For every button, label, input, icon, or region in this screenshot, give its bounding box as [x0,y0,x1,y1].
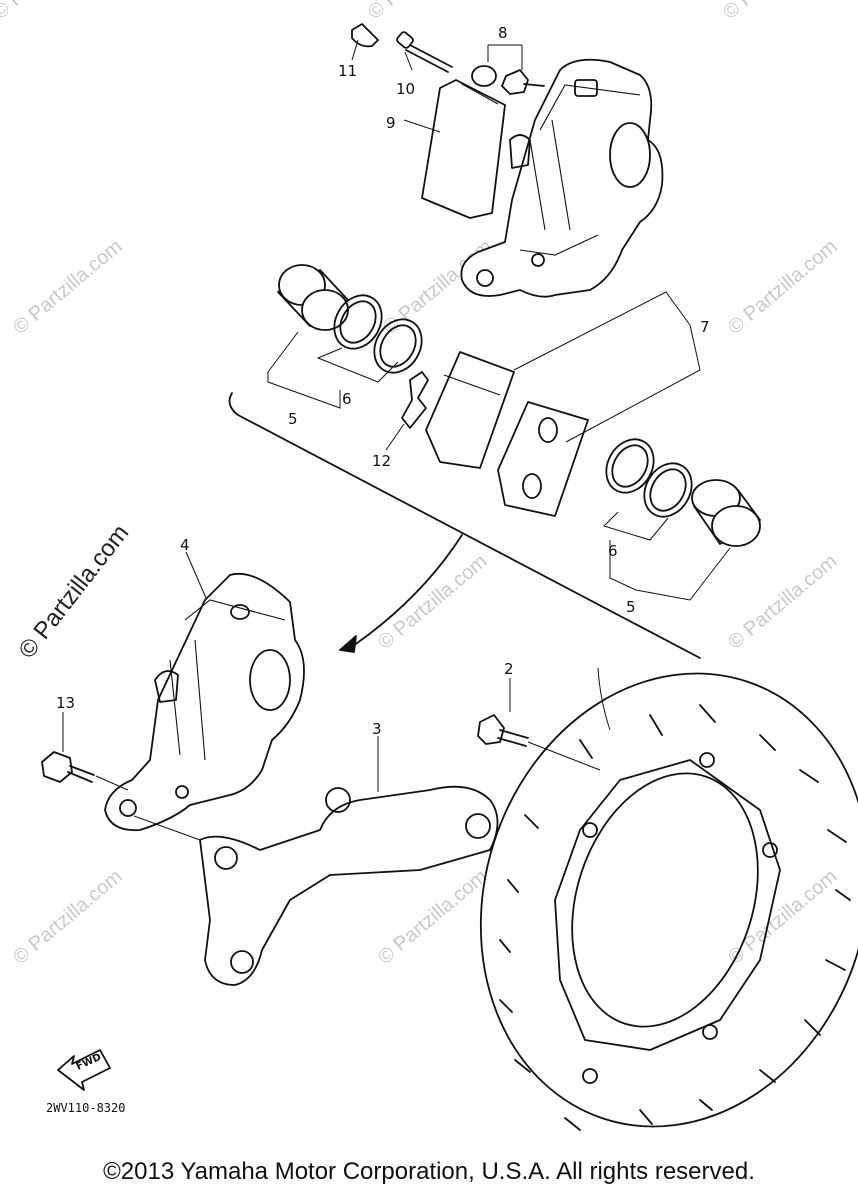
part-10-pad-pin [396,31,453,73]
watermark: © Partzilla.com [724,235,841,338]
part-7-brake-pads [425,351,589,517]
callout-10: 10 [396,80,415,98]
part-12-pad-spring [401,371,429,429]
callout-12: 12 [372,452,391,470]
fwd-direction-arrow: FWD [57,1049,111,1091]
callout-3: 3 [372,720,382,738]
diagram-code: 2WV110-8320 [46,1101,125,1115]
brake-disc [479,667,858,1131]
watermark: © Partzilla.com [374,550,491,653]
callout-6-left: 6 [342,390,352,408]
part-2-disc-bolt [477,714,529,747]
watermark: © Partzilla.com [724,550,841,653]
part-5-piston-left [277,264,349,331]
callout-11: 11 [338,62,357,80]
watermark: © Partzilla.com [364,0,481,24]
watermark: © Partzilla.com [719,0,836,24]
watermark: © Partzilla.com [724,865,841,968]
callout-4: 4 [180,536,190,554]
watermark: © Partzilla.com [374,865,491,968]
part-8-bleeder-cap [471,65,545,95]
part-5-piston-right [691,479,761,547]
part-6-seals-right [605,438,693,518]
part-3-caliper-bracket [199,785,499,986]
watermark: © Partzilla.com [0,0,106,24]
assembly-bracket [228,392,701,659]
callout-numbers: 2 3 4 5 5 6 6 7 8 9 10 11 12 13 [56,24,710,738]
part-9-pad-cover [421,79,506,219]
callout-5-right: 5 [626,598,636,616]
callout-8: 8 [498,24,508,42]
callout-9: 9 [386,114,396,132]
part-4-caliper-lower [104,573,305,832]
exploded-parts-diagram: © Partzilla.com © Partzilla.com © Partzi… [0,0,858,1131]
callout-5-left: 5 [288,410,298,428]
part-11-clip [351,23,379,48]
callout-2: 2 [504,660,514,678]
callout-7: 7 [700,318,710,336]
watermark: © Partzilla.com [9,865,126,968]
leader-lines [62,39,731,841]
part-6-seals-left [333,294,423,374]
watermark: © Partzilla.com [9,235,126,338]
watermark-large: © Partzilla.com [13,520,134,664]
disc-slots [499,704,851,1131]
copyright-notice: ©2013 Yamaha Motor Corporation, U.S.A. A… [103,1158,755,1185]
callout-6-right: 6 [608,542,618,560]
callout-13: 13 [56,694,75,712]
caliper-upper [460,58,664,298]
part-13-bolt [41,751,95,783]
